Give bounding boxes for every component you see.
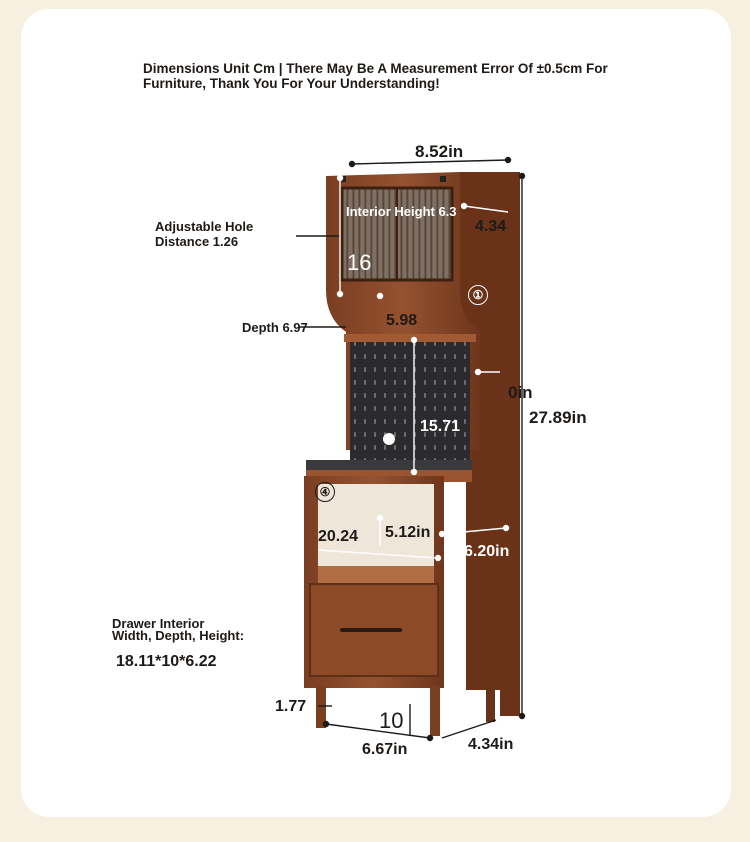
label-adjustable-hole: Adjustable Hole Distance 1.26 [155, 219, 253, 249]
label-pegboard-height: 15.71 [420, 418, 461, 435]
side-panel [460, 172, 520, 716]
leg [316, 686, 326, 728]
label-width-2024: 20.24 [318, 528, 359, 545]
label-leg-177: 1.77 [275, 698, 307, 715]
label-bottom-depth: 4.34in [468, 736, 514, 753]
measurement-note: Dimensions Unit Cm | There May Be A Meas… [143, 61, 608, 91]
drawer-title-line-2: Width, Depth, Height: [112, 628, 245, 643]
label-bottom-width: 6.67in [362, 741, 408, 758]
label-top-width: 8.52in [415, 142, 464, 161]
label-side-depth: 6.20in [464, 543, 510, 560]
note-line-1: Dimensions Unit Cm | There May Be A Meas… [143, 61, 608, 76]
label-cabinet-depth: 4.34 [475, 218, 507, 235]
marker-1: ① [468, 285, 488, 305]
leg [486, 686, 495, 722]
label-partial-in: 0in [508, 383, 533, 402]
upper-shelf [344, 334, 476, 342]
pegboard [350, 342, 470, 462]
adjustable-hole-line-1: Adjustable Hole [155, 219, 254, 234]
label-depth: Depth 6.97 [242, 320, 308, 335]
label-total-height: 27.89in [529, 408, 587, 427]
label-cabinet-16: 16 [347, 250, 372, 275]
drawer-dimensions: 18.11*10*6.22 [116, 653, 217, 670]
drawer-interior-title: Drawer Interior Width, Depth, Height: [112, 616, 245, 643]
marker-4: ④ [315, 482, 335, 502]
label-interior-height: Interior Height 6.3 [346, 204, 457, 219]
leg [430, 686, 440, 736]
label-open-height: 5.12in [385, 524, 431, 541]
label-shelf-598: 5.98 [386, 312, 418, 329]
adjustable-hole-line-2: Distance 1.26 [155, 234, 239, 249]
drawer-title-line-1: Drawer Interior [112, 616, 205, 631]
label-leg-10: 10 [379, 708, 404, 733]
note-line-2: Furniture, Thank You For Your Understand… [143, 76, 440, 91]
